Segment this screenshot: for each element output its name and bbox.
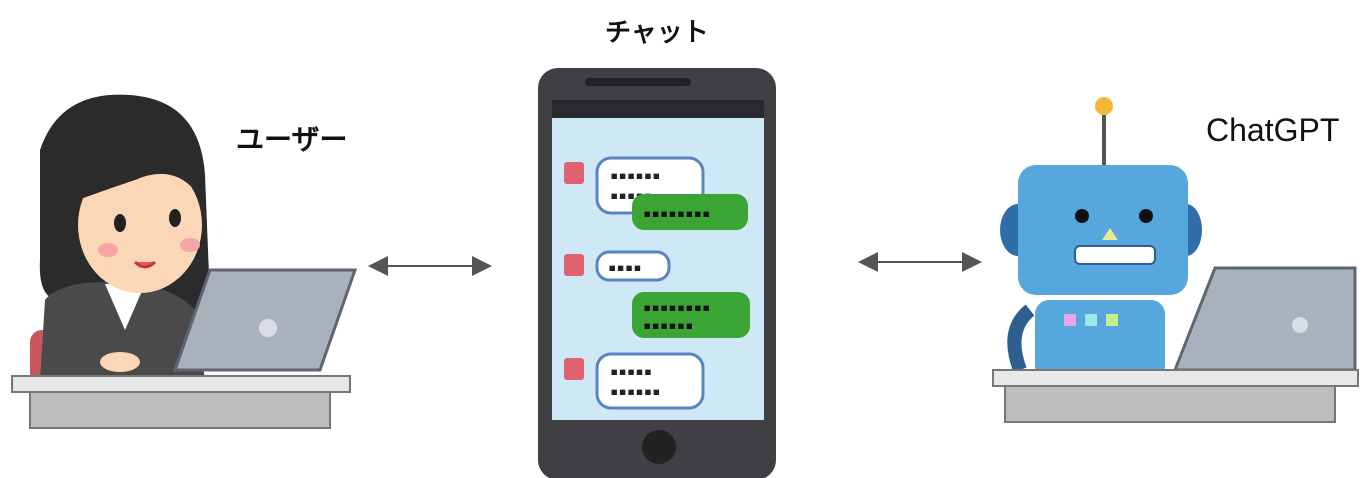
svg-text:▪▪▪▪▪▪: ▪▪▪▪▪▪ [643,318,694,334]
svg-text:▪▪▪▪▪: ▪▪▪▪▪ [610,364,652,380]
chatgpt-label: ChatGPT [1206,112,1340,148]
svg-text:▪▪▪▪▪▪: ▪▪▪▪▪▪ [610,384,661,400]
svg-text:▪▪▪▪▪▪▪▪: ▪▪▪▪▪▪▪▪ [643,206,710,222]
svg-text:▪▪▪▪▪▪▪▪: ▪▪▪▪▪▪▪▪ [643,300,710,316]
user-label: ユーザー [236,123,348,156]
robot-with-laptop-icon [992,97,1359,423]
woman-with-laptop-icon [11,94,358,429]
svg-text:▪▪▪▪▪▪: ▪▪▪▪▪▪ [610,168,661,184]
smartphone-chat-icon: ▪▪▪▪▪▪ ▪▪▪▪▪ ▪▪▪▪▪▪▪▪ ▪▪▪▪ ▪▪▪▪▪▪▪▪ ▪▪▪▪… [538,68,776,478]
svg-text:▪▪▪▪: ▪▪▪▪ [608,260,642,276]
chat-label: チャット [605,18,709,48]
